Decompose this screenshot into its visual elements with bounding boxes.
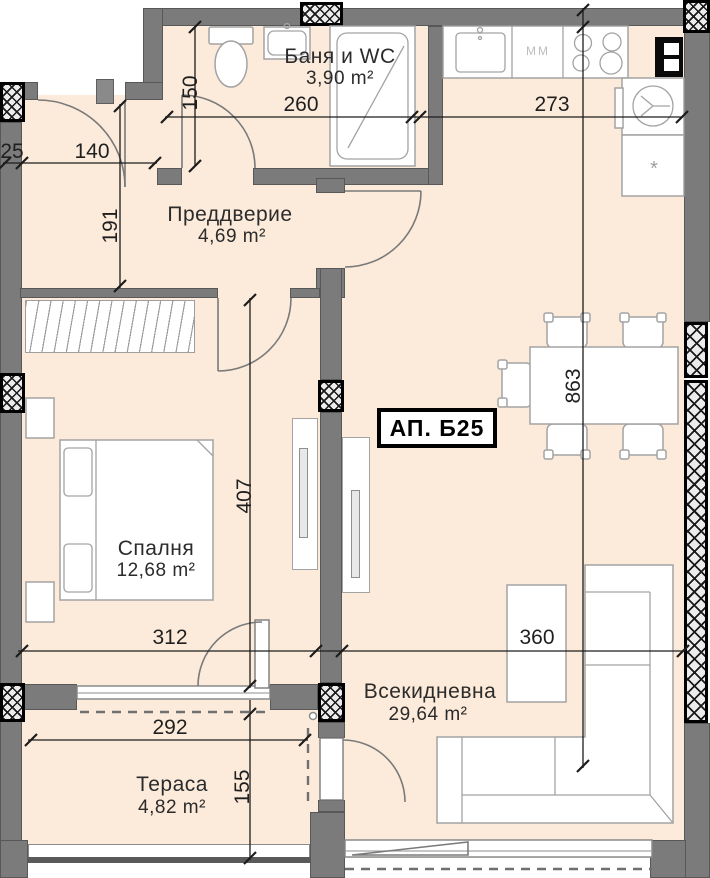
dim-terrace-width: 292 [152,716,188,739]
terrace-parapet-edge [28,857,310,863]
wall-terrace-divider-top [318,722,345,738]
fridge-label: * [650,158,658,180]
dim-total-depth: 863 [562,368,585,404]
hallway-label: Преддверие [167,203,293,226]
dim-entry-width: 140 [74,140,110,163]
apartment-number-badge: АП. Б25 [377,408,497,448]
washing-machine-label: ММ [526,44,550,58]
wall-bath-right [428,26,443,185]
column-middle [318,380,344,412]
wall-bedroom-top-left [20,288,218,298]
column-left-lower [0,683,25,722]
wall-bottom-left-corner [0,840,28,878]
bathroom-label: Баня и WC [284,45,396,68]
wall-bedroom-terrace-right [270,684,318,710]
wardrobe [25,300,195,353]
dim-entry-wall: 25 [0,140,24,163]
wall-terrace-right-corner [310,812,345,878]
wall-left [0,122,22,862]
dim-bathroom-depth: 150 [179,75,202,111]
wall-right-upper [684,8,710,322]
wall-middle-upper [320,268,342,380]
wall-bath-bottom-left [157,168,182,185]
entry-door-jamb [96,79,114,104]
shear-wall-right-lower [684,380,708,723]
wall-hall-stub-top [316,178,345,193]
wall-bottom-right-corner [650,840,686,878]
tv-bedroom-icon [299,448,308,538]
bedroom-label: Спалня [117,537,195,560]
living-room-label: Всекидневна [363,680,497,703]
dim-bedroom-depth: 407 [233,478,256,514]
wall-middle-lower [320,412,342,683]
dim-kitchen-width: 273 [534,93,570,116]
wall-bedroom-terrace-left [22,684,77,710]
column-top [300,2,343,26]
living-room-area: 29,64 m² [388,704,468,725]
tv-living-icon [351,490,360,578]
hallway-area: 4,69 m² [198,226,266,247]
wall-bedroom-top-right [290,288,320,298]
column-left-middle [0,373,25,413]
bathroom-area: 3,90 m² [306,68,374,89]
column-left-upper [0,82,25,122]
vent-shaft-icon [655,37,683,77]
dim-terrace-depth: 155 [231,769,254,805]
column-middle-lower [318,683,345,722]
column-top-right [683,0,710,33]
wall-entry-right-stub [125,82,163,100]
wall-right-lower [684,723,710,878]
dim-living-width: 360 [519,626,555,649]
dim-hallway-depth: 191 [99,208,122,244]
dim-bathroom-width: 260 [283,93,319,116]
shear-wall-right-upper [684,322,708,378]
terrace-label: Тераса [136,773,208,796]
terrace-area: 4,82 m² [138,797,206,818]
floor-left [20,95,143,858]
wall-terrace-divider-bottom [318,800,345,812]
bedroom-area: 12,68 m² [116,560,196,581]
wall-top [143,8,710,26]
dim-bedroom-width: 312 [152,626,188,649]
